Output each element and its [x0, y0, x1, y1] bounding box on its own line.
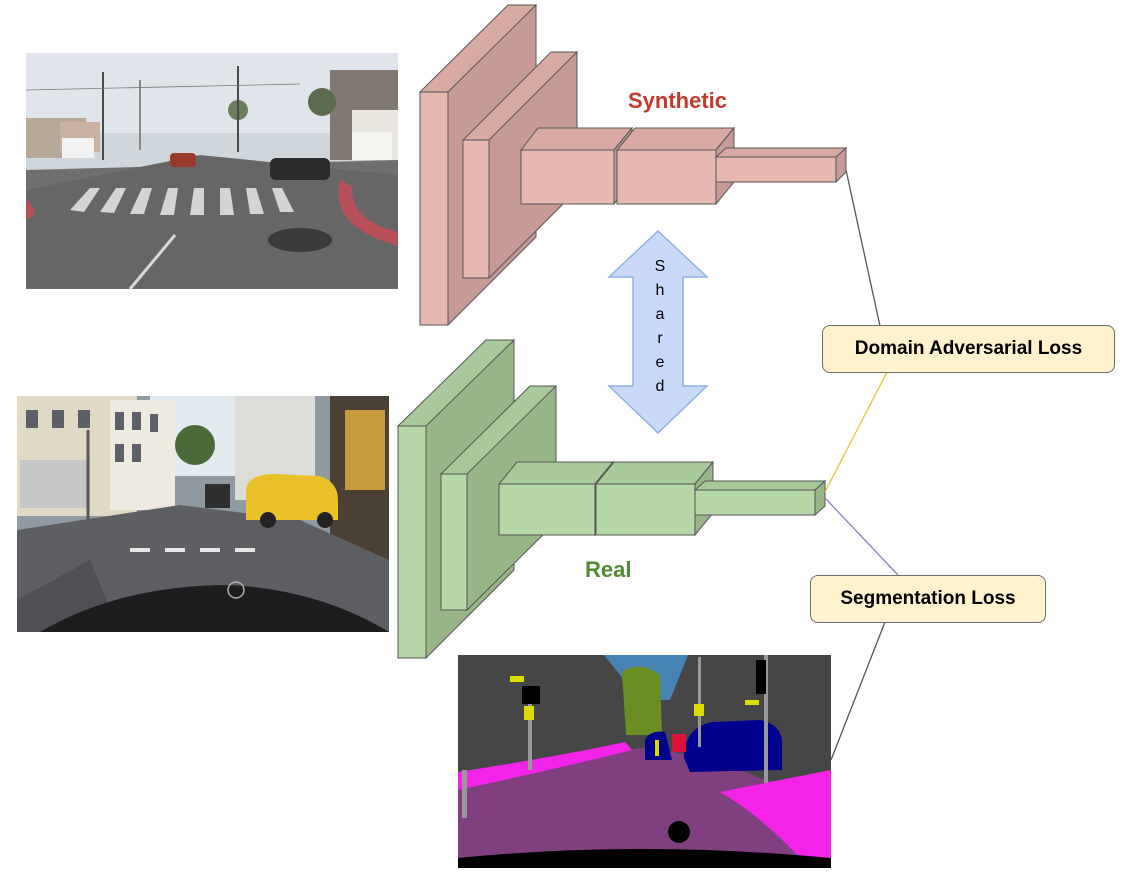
shared-double-arrow [607, 229, 709, 435]
connector-synthetic-to-domain-loss [845, 169, 881, 327]
real-output-layer [693, 479, 827, 517]
real-network [396, 339, 827, 660]
real-label: Real [585, 557, 632, 582]
shared-letter: h [655, 282, 665, 299]
shared-letter: e [655, 354, 665, 371]
real-photo [17, 396, 389, 632]
shared-letter: d [655, 378, 665, 395]
connector-real-to-segmentation-loss [824, 497, 899, 576]
synthetic-label: Synthetic [628, 88, 728, 113]
segmentation-loss-box: Segmentation Loss [810, 575, 1046, 623]
connector-real-to-domain-loss [824, 371, 888, 493]
domain-adversarial-loss-box: Domain Adversarial Loss [822, 325, 1115, 373]
shared-letter: a [655, 306, 665, 323]
segmentation-map [458, 655, 831, 868]
connector-segmentation-map-to-segmentation-loss [830, 621, 886, 761]
shared-letter: r [657, 330, 663, 347]
synthetic-network [418, 4, 848, 327]
synthetic-conv-layer-4 [615, 126, 736, 206]
synthetic-output-layer [714, 146, 848, 184]
synthetic-photo [25, 53, 398, 290]
shared-letter: S [654, 258, 666, 275]
synthetic-conv-layer-3 [519, 126, 634, 206]
synthetic-conv-layer-2 [461, 50, 579, 280]
